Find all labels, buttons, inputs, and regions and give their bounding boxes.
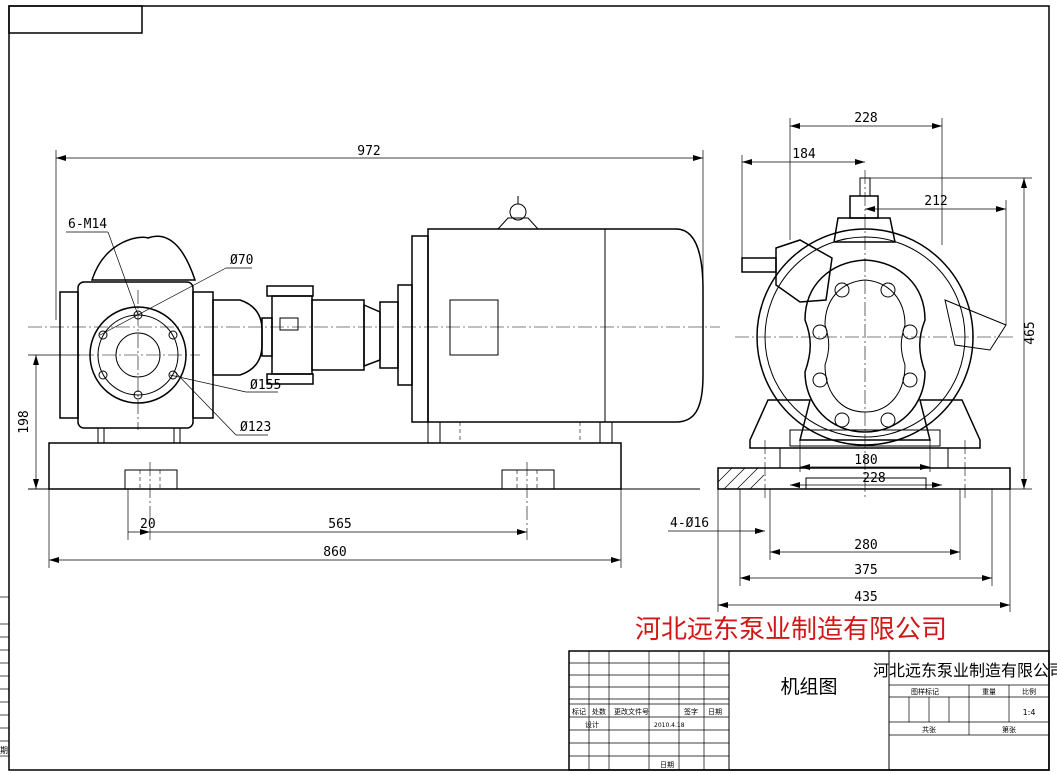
date-label: 日期 bbox=[660, 761, 674, 769]
label-dia-70: Ø70 bbox=[230, 253, 253, 268]
label-4-dia-16: 4-Ø16 bbox=[670, 516, 709, 531]
dim-435: 435 bbox=[854, 590, 877, 605]
label-dia-155: Ø155 bbox=[250, 378, 281, 393]
stage-label: 图样标记 bbox=[911, 687, 939, 696]
label-dia-123: Ø123 bbox=[240, 420, 271, 435]
rev-header-mark: 标记 bbox=[572, 707, 586, 716]
dim-198: 198 bbox=[17, 410, 32, 433]
dim-180: 180 bbox=[854, 453, 877, 468]
side-view: 228 184 212 465 180 228 4-Ø16 bbox=[668, 111, 1038, 612]
base-plate bbox=[48, 442, 622, 490]
rev-header-count: 处数 bbox=[592, 707, 606, 716]
dim-280: 280 bbox=[854, 538, 877, 553]
dim-20: 20 bbox=[140, 517, 156, 532]
dim-228-top: 228 bbox=[854, 111, 877, 126]
label-6-m14: 6-M14 bbox=[68, 217, 107, 232]
drawing-title: 机组图 bbox=[780, 676, 837, 698]
sheet-number-label: 第张 bbox=[1002, 725, 1016, 734]
dim-972: 972 bbox=[357, 144, 380, 159]
title-block: 标记 处数 更改文件号 签字 日期 设计 2010.4.18 日期 机组图 河北… bbox=[568, 650, 1057, 771]
design-label: 设计 bbox=[585, 720, 599, 729]
dim-565: 565 bbox=[328, 517, 351, 532]
rev-header-docno: 更改文件号 bbox=[614, 707, 649, 716]
coupling bbox=[261, 285, 381, 385]
total-sheets-label: 共张 bbox=[922, 725, 936, 734]
weight-label: 重量 bbox=[982, 688, 996, 696]
drawing-frame: 期 bbox=[0, 5, 1050, 771]
dim-465: 465 bbox=[1023, 321, 1038, 344]
rev-header-sign: 签字 bbox=[684, 707, 698, 716]
rev-header-date: 日期 bbox=[708, 708, 722, 716]
dim-860: 860 bbox=[323, 545, 346, 560]
side-label: 期 bbox=[0, 746, 8, 755]
scale-value: 1:4 bbox=[1023, 708, 1036, 717]
dim-212: 212 bbox=[924, 194, 947, 209]
dim-228-base: 228 bbox=[862, 471, 885, 486]
company-banner: 河北远东泵业制造有限公司 bbox=[635, 615, 947, 645]
scale-label: 比例 bbox=[1022, 687, 1036, 696]
design-date: 2010.4.18 bbox=[654, 722, 685, 729]
title-company: 河北远东泵业制造有限公司 bbox=[873, 661, 1057, 680]
dim-184: 184 bbox=[792, 147, 816, 162]
motor bbox=[379, 196, 704, 444]
dim-375: 375 bbox=[854, 563, 877, 578]
front-view: 972 6-M14 Ø70 Ø155 Ø123 198 20 565 bbox=[17, 144, 720, 568]
